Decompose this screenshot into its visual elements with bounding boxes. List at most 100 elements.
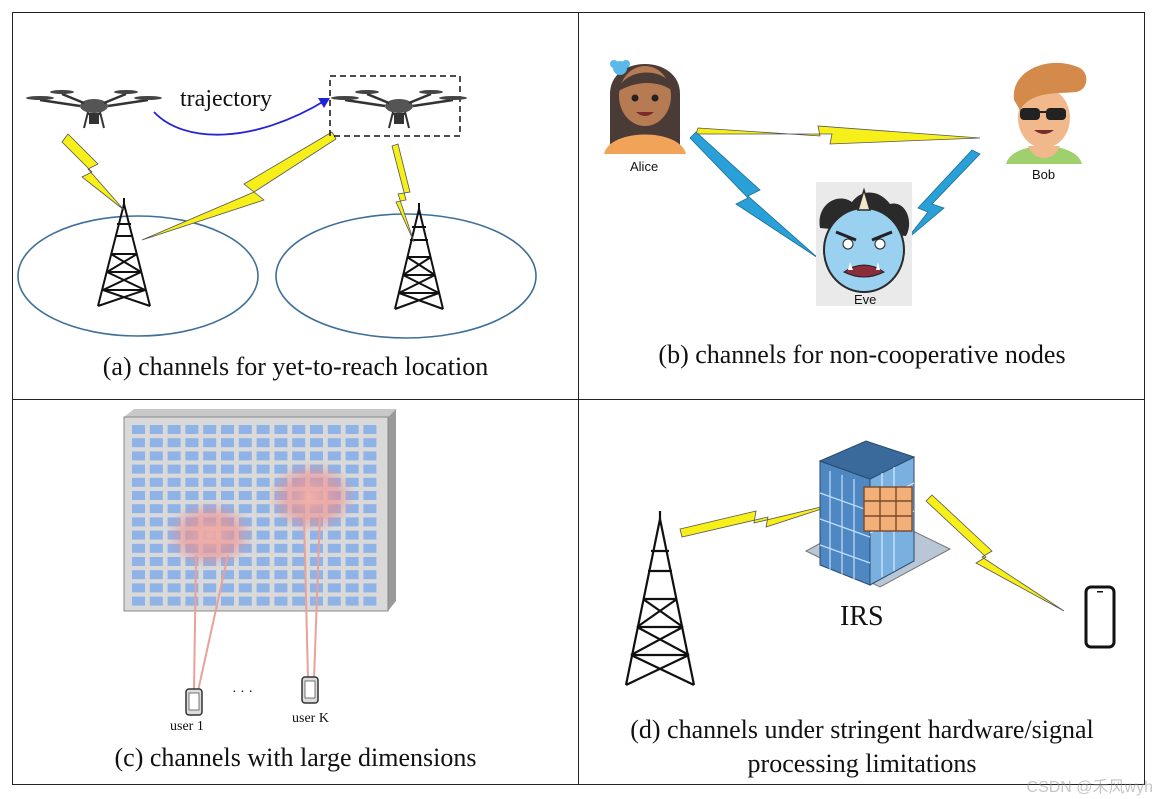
lightning-icon bbox=[689, 131, 819, 259]
cell-ellipse-left bbox=[17, 215, 259, 337]
panel-divider-vertical bbox=[578, 12, 579, 785]
eve-avatar bbox=[819, 187, 910, 293]
array-element bbox=[203, 451, 217, 461]
array-element bbox=[274, 583, 288, 593]
bob-avatar bbox=[1006, 62, 1087, 164]
array-element bbox=[132, 438, 145, 448]
array-element bbox=[327, 583, 341, 593]
array-panel-top bbox=[124, 409, 396, 417]
phone-icon bbox=[185, 688, 203, 716]
array-element bbox=[149, 491, 163, 500]
panel-b: Alice Bob Eve (b) channels for non-coope… bbox=[580, 14, 1144, 398]
array-element bbox=[363, 477, 377, 487]
ellipsis-label: · · · bbox=[232, 685, 253, 700]
array-element bbox=[310, 451, 323, 461]
array-element bbox=[363, 517, 377, 527]
array-element bbox=[292, 425, 306, 434]
array-element bbox=[167, 504, 181, 514]
array-element bbox=[221, 451, 234, 461]
lightning-icon bbox=[905, 149, 981, 241]
lightning-icon bbox=[679, 500, 847, 538]
array-element bbox=[292, 543, 306, 553]
array-element bbox=[363, 530, 377, 540]
array-element bbox=[149, 596, 163, 606]
watermark: CSDN @禾风wyh bbox=[1026, 779, 1153, 796]
array-element bbox=[256, 543, 270, 553]
array-element bbox=[292, 451, 306, 461]
lightning-icon bbox=[141, 131, 337, 241]
array-element bbox=[167, 557, 181, 566]
array-element bbox=[238, 425, 252, 434]
array-element bbox=[167, 464, 181, 474]
array-element bbox=[221, 491, 234, 500]
array-element bbox=[310, 557, 323, 566]
array-element bbox=[256, 504, 270, 514]
array-element bbox=[256, 464, 270, 474]
array-element bbox=[149, 557, 163, 566]
array-element bbox=[149, 583, 163, 593]
array-element bbox=[238, 570, 252, 580]
array-element bbox=[256, 517, 270, 527]
array-element bbox=[238, 438, 252, 448]
array-element bbox=[132, 543, 145, 553]
alice-avatar bbox=[604, 60, 686, 154]
lightning-icon bbox=[925, 494, 1065, 612]
array-element bbox=[238, 477, 252, 487]
caption-d-line1: (d) channels under stringent hardware/si… bbox=[630, 715, 1094, 744]
array-element bbox=[185, 464, 199, 474]
array-element bbox=[292, 583, 306, 593]
array-element bbox=[132, 504, 145, 514]
bob-label: Bob bbox=[1032, 167, 1056, 182]
array-element bbox=[363, 596, 377, 606]
array-element bbox=[185, 583, 199, 593]
target-box bbox=[329, 75, 461, 137]
array-element bbox=[203, 438, 217, 448]
array-element bbox=[363, 570, 377, 580]
array-element bbox=[327, 557, 341, 566]
lightning-icon bbox=[391, 143, 415, 243]
array-element bbox=[274, 438, 288, 448]
array-element bbox=[256, 491, 270, 500]
array-element bbox=[345, 438, 359, 448]
array-element bbox=[221, 583, 234, 593]
array-element bbox=[256, 557, 270, 566]
array-element bbox=[256, 425, 270, 434]
array-element bbox=[203, 583, 217, 593]
trajectory-arrowhead bbox=[318, 98, 330, 108]
user1-label: user 1 bbox=[170, 719, 204, 734]
array-element bbox=[149, 543, 163, 553]
array-element bbox=[256, 451, 270, 461]
alice-label: Alice bbox=[630, 159, 659, 174]
array-element bbox=[132, 491, 145, 500]
array-element bbox=[132, 570, 145, 580]
array-element bbox=[221, 438, 234, 448]
array-element bbox=[203, 491, 217, 500]
panel-c: user 1 · · · user K (c) channels with la… bbox=[14, 401, 577, 784]
array-element bbox=[132, 425, 145, 434]
array-element bbox=[274, 425, 288, 434]
array-element bbox=[221, 425, 234, 434]
array-element bbox=[345, 517, 359, 527]
lightning-icon bbox=[695, 125, 981, 145]
array-element bbox=[185, 425, 199, 434]
array-element bbox=[238, 504, 252, 514]
array-element bbox=[345, 583, 359, 593]
array-element bbox=[274, 570, 288, 580]
userk-label: user K bbox=[292, 711, 329, 726]
array-element bbox=[132, 557, 145, 566]
building-icon bbox=[804, 440, 952, 588]
array-element bbox=[363, 464, 377, 474]
drone-icon bbox=[26, 90, 162, 129]
trajectory-arrow bbox=[153, 99, 327, 136]
array-element bbox=[238, 464, 252, 474]
caption-b: (b) channels for non-cooperative nodes bbox=[658, 340, 1066, 369]
tower-icon-right bbox=[394, 203, 444, 310]
array-element bbox=[132, 517, 145, 527]
array-element bbox=[345, 557, 359, 566]
cell-ellipse-right bbox=[275, 213, 537, 339]
array-element bbox=[132, 477, 145, 487]
array-element bbox=[274, 451, 288, 461]
array-element bbox=[274, 530, 288, 540]
array-element bbox=[345, 543, 359, 553]
array-element bbox=[167, 583, 181, 593]
